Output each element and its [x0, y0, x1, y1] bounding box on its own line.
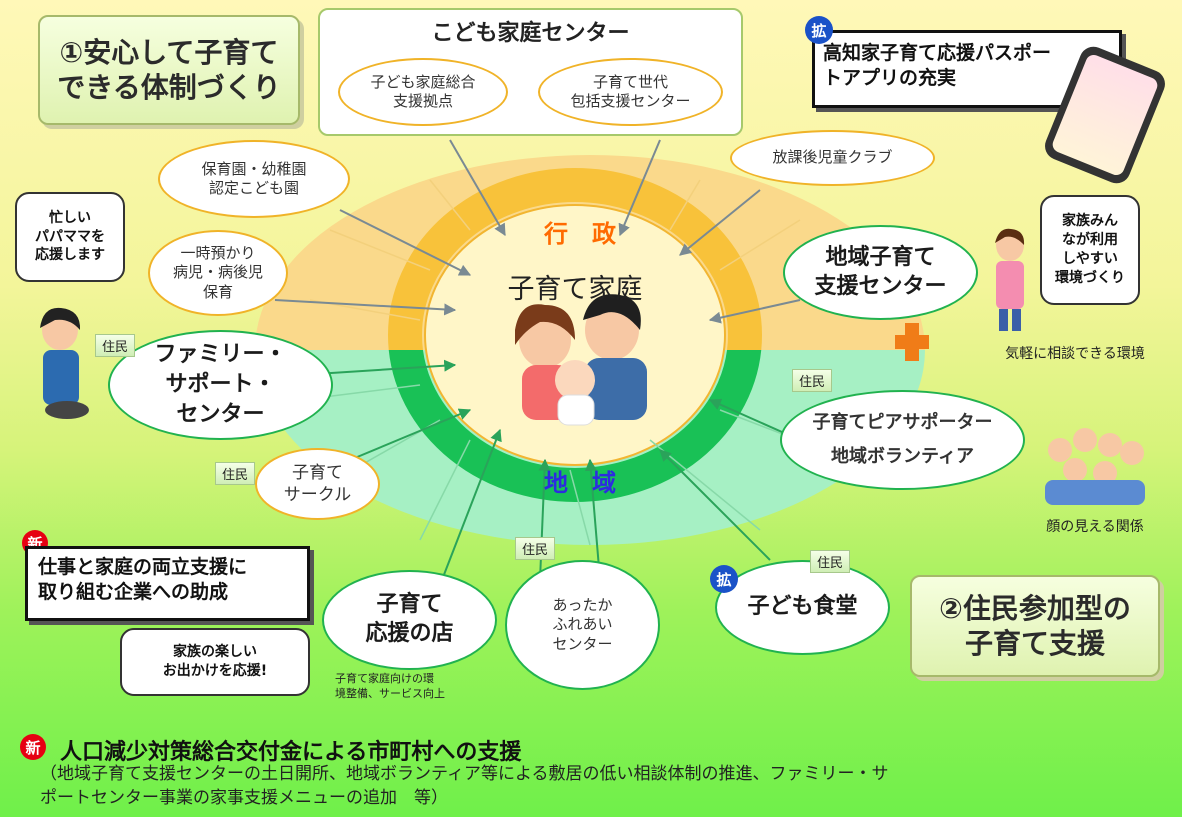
hoikuen-oval: 保育園・幼稚園 認定こども園 [158, 140, 350, 218]
kodomo-center-item-1: 子ども家庭総合 支援拠点 [338, 58, 508, 126]
ouen-mise-oval: 子育て 応援の店 [322, 570, 497, 670]
kodomo-shokudo-oval: 子ども食堂 [715, 560, 890, 655]
community-ring [388, 350, 762, 502]
kodomo-center-item-2: 子育て世代 包括支援センター [538, 58, 723, 126]
left-speech-bubble: 忙しい パパママを 応援します [15, 192, 125, 282]
jumin-tag: 住民 [792, 369, 833, 392]
family-support-oval: ファミリー・ サポート・ センター [108, 330, 333, 440]
shop-note: 子育て家庭向けの環 境整備、サービス向上 [335, 672, 445, 700]
ichiji-oval: 一時預かり 病児・病後児 保育 [148, 230, 288, 316]
bottom-new-badge: 新 [20, 734, 46, 760]
center-label: 子育て家庭 [507, 273, 643, 305]
chiiki-center-oval: 地域子育て 支援センター [783, 225, 978, 320]
mother-illustration [995, 228, 1025, 331]
right-speech-bubble: 家族みん なが利用 しやすい 環境づくり [1040, 195, 1140, 305]
parent-cooking-illustration [40, 307, 89, 419]
passport-badge: 拡 [805, 16, 833, 44]
kodomo-center-title: こども家庭センター [431, 21, 630, 46]
crowd-illustration [1045, 428, 1145, 505]
attaka-oval: あったか ふれあい センター [505, 560, 660, 690]
kodomo-shokudo-badge: 拡 [710, 565, 738, 593]
kodomo-center-box: こども家庭センター 子ども家庭総合 支援拠点 子育て世代 包括支援センター [318, 8, 743, 136]
bottom-title: 人口減少対策総合交付金による市町村への支援 [60, 740, 522, 765]
bottom-description: （地域子育て支援センターの土日開所、地域ボランティア等による敷居の低い相談体制の… [40, 764, 889, 808]
right-caption: 気軽に相談できる環境 [1005, 346, 1145, 362]
center-ellipse [424, 204, 726, 466]
work-support-box: 仕事と家庭の両立支援に 取り組む企業への助成 [25, 546, 310, 621]
outing-bubble: 家族の楽しい お出かけを応援! [120, 628, 310, 696]
gyousei-label: 行 政 [544, 219, 616, 248]
admin-ring [388, 168, 762, 350]
circle-oval: 子育て サークル [255, 448, 380, 520]
family-illustration [515, 294, 647, 426]
jumin-tag: 住民 [515, 537, 556, 560]
jumin-tag: 住民 [215, 462, 256, 485]
plus-icon [895, 323, 929, 361]
jumin-tag: 住民 [95, 334, 136, 357]
jumin-tag: 住民 [810, 550, 851, 573]
peer-oval: 子育てピアサポーター 地域ボランティア [780, 390, 1025, 490]
title-box-1: ①安心して子育て できる体制づくり [38, 15, 300, 125]
houkago-oval: 放課後児童クラブ [730, 130, 935, 186]
chiiki-label: 地 域 [544, 468, 616, 497]
crowd-caption: 顔の見える関係 [1046, 519, 1144, 535]
title-box-2: ②住民参加型の 子育て支援 [910, 575, 1160, 677]
